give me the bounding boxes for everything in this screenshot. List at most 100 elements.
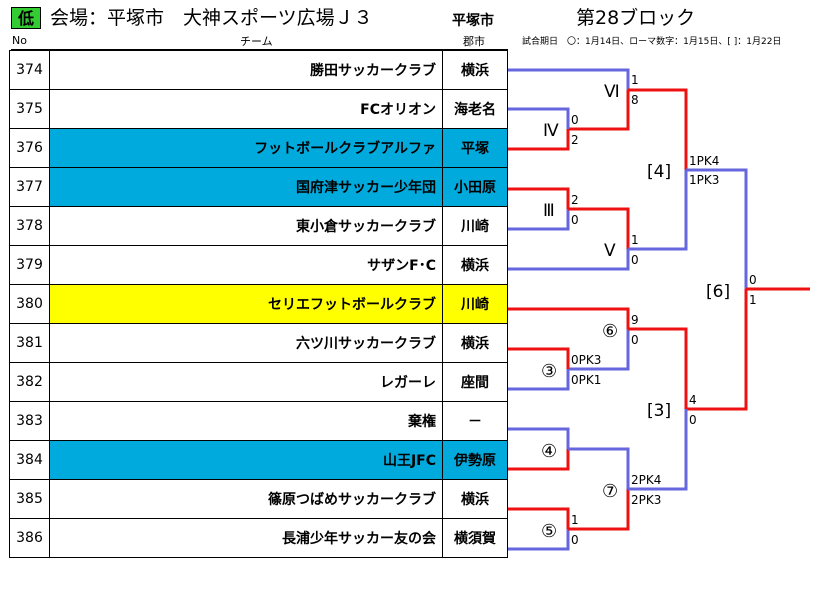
line-c6-from-c3 bbox=[568, 329, 630, 371]
team-name: 山王JFC bbox=[49, 440, 443, 480]
team-city: 川崎 bbox=[442, 284, 508, 324]
score-iii-top: 2 bbox=[571, 193, 579, 207]
line-c7-from-c4 bbox=[568, 447, 630, 489]
team-number: 376 bbox=[9, 128, 50, 168]
team-city: 横浜 bbox=[442, 245, 508, 285]
round-label-vi: Ⅵ bbox=[604, 82, 620, 102]
block-title: 第28ブロック bbox=[576, 7, 696, 29]
score-iv-bottom: 2 bbox=[571, 133, 579, 147]
line-382 bbox=[508, 369, 570, 391]
team-number: 378 bbox=[9, 206, 50, 246]
team-name: フットボールクラブアルファ bbox=[49, 128, 443, 168]
header-divider bbox=[11, 49, 508, 50]
team-name: 六ツ川サッカークラブ bbox=[49, 323, 443, 363]
team-name: FCオリオン bbox=[49, 89, 443, 129]
team-number: 374 bbox=[9, 50, 50, 90]
score-b4-bottom: 1PK3 bbox=[689, 173, 719, 187]
round-label-b6: [6] bbox=[706, 282, 730, 302]
score-c6-bottom: 0 bbox=[631, 333, 639, 347]
team-city: 海老名 bbox=[442, 89, 508, 129]
team-name: 篠原つばめサッカークラブ bbox=[49, 479, 443, 519]
round-label-iv: Ⅳ bbox=[543, 121, 559, 141]
score-b4-top: 1PK4 bbox=[689, 154, 719, 168]
score-b3-bottom: 0 bbox=[689, 413, 697, 427]
round-label-c3: ③ bbox=[541, 361, 557, 382]
level-badge: 低 bbox=[11, 7, 41, 29]
line-c7-from-c5 bbox=[568, 489, 630, 531]
team-number: 377 bbox=[9, 167, 50, 207]
line-384 bbox=[508, 449, 570, 471]
line-377 bbox=[508, 187, 570, 209]
team-number: 375 bbox=[9, 89, 50, 129]
venue-title: 会場：平塚市 大神スポーツ広場Ｊ３ bbox=[50, 7, 373, 29]
line-vi-from-iv bbox=[568, 90, 630, 131]
score-iii-bottom: 0 bbox=[571, 213, 579, 227]
score-b3-top: 4 bbox=[689, 393, 697, 407]
line-378 bbox=[508, 209, 570, 231]
team-number: 384 bbox=[9, 440, 50, 480]
line-374 bbox=[508, 68, 630, 90]
team-name: 勝田サッカークラブ bbox=[49, 50, 443, 90]
line-383 bbox=[508, 427, 570, 449]
team-city: 横浜 bbox=[442, 479, 508, 519]
score-v-top: 1 bbox=[631, 233, 639, 247]
team-name: サザンF･C bbox=[49, 245, 443, 285]
team-number: 379 bbox=[9, 245, 50, 285]
score-c5-bottom: 0 bbox=[571, 533, 579, 547]
round-label-c7: ⑦ bbox=[602, 481, 618, 502]
column-header-team: チーム bbox=[240, 35, 273, 48]
line-b3-from-c6 bbox=[628, 327, 688, 409]
score-vi-top: 1 bbox=[631, 73, 639, 87]
line-b6-from-b4 bbox=[686, 168, 748, 289]
line-375 bbox=[508, 107, 570, 129]
line-376 bbox=[508, 129, 570, 151]
line-b4-from-v bbox=[628, 170, 688, 251]
score-b6-bottom: 1 bbox=[749, 293, 757, 307]
round-label-v: Ⅴ bbox=[604, 241, 616, 261]
round-label-b4: [4] bbox=[647, 162, 671, 182]
round-label-c6: ⑥ bbox=[602, 321, 618, 342]
score-iv-top: 0 bbox=[571, 113, 579, 127]
team-name: 東小倉サッカークラブ bbox=[49, 206, 443, 246]
score-c7-bottom: 2PK3 bbox=[631, 493, 661, 507]
column-header-city: 郡市 bbox=[463, 35, 485, 48]
line-b4-from-vi bbox=[628, 88, 688, 170]
team-name: 長浦少年サッカー友の会 bbox=[49, 518, 443, 558]
line-386 bbox=[508, 529, 570, 551]
team-city: 小田原 bbox=[442, 167, 508, 207]
score-c5-top: 1 bbox=[571, 513, 579, 527]
team-city: 横浜 bbox=[442, 323, 508, 363]
round-label-b3: [3] bbox=[647, 401, 671, 421]
line-380 bbox=[508, 307, 630, 329]
round-label-c5: ⑤ bbox=[541, 521, 557, 542]
line-381 bbox=[508, 347, 570, 369]
round-label-c4: ④ bbox=[541, 441, 557, 462]
team-number: 381 bbox=[9, 323, 50, 363]
score-c3-bottom: 0PK1 bbox=[571, 373, 601, 387]
round-label-iii: Ⅲ bbox=[543, 201, 555, 221]
score-v-bottom: 0 bbox=[631, 253, 639, 267]
team-city: 横浜 bbox=[442, 50, 508, 90]
column-header-no: No bbox=[12, 34, 27, 47]
team-city: － bbox=[442, 401, 508, 441]
score-c7-top: 2PK4 bbox=[631, 473, 661, 487]
team-number: 386 bbox=[9, 518, 50, 558]
score-c6-top: 9 bbox=[631, 313, 639, 327]
team-name: セリエフットボールクラブ bbox=[49, 284, 443, 324]
score-vi-bottom: 8 bbox=[631, 93, 639, 107]
team-city: 横須賀 bbox=[442, 518, 508, 558]
line-b3-from-c7 bbox=[628, 409, 688, 491]
